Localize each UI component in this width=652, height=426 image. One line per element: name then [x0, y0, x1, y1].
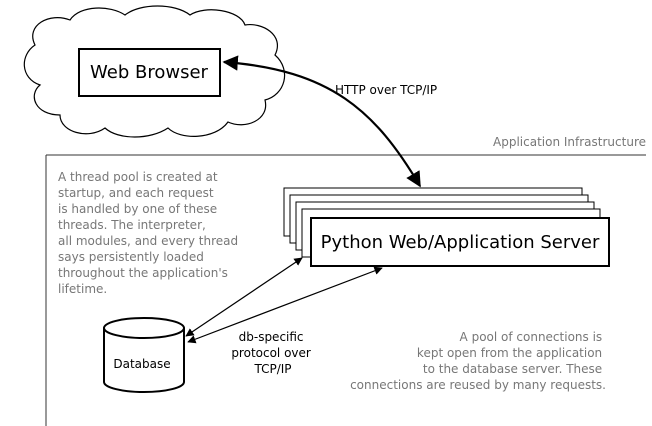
db-protocol-label: db-specific protocol over TCP/IP [231, 330, 314, 376]
web-browser-node: Web Browser [78, 48, 221, 97]
http-label: HTTP over TCP/IP [335, 83, 437, 97]
database-cylinder-icon: Database [103, 317, 185, 393]
application-infrastructure-frame: Application Infrastructure [45, 135, 646, 426]
web-browser-label: Web Browser [90, 62, 209, 83]
thread-pool-note: A thread pool is created at startup, and… [58, 170, 242, 296]
python-server-label: Python Web/Application Server [321, 232, 600, 253]
db-connections [185, 257, 383, 344]
http-connection: HTTP over TCP/IP [222, 55, 437, 188]
python-server-node: Python Web/Application Server [310, 217, 610, 267]
region-label: Application Infrastructure [493, 135, 646, 149]
database-label: Database [113, 357, 170, 371]
connection-pool-note: A pool of connections is kept open from … [350, 330, 606, 392]
